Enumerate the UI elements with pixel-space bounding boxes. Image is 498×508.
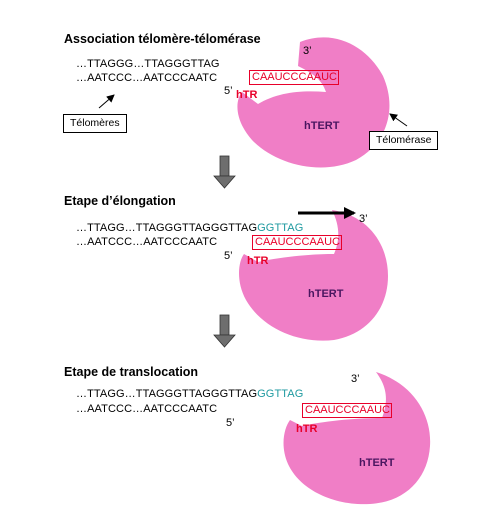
stage1-hTERT-label: hTERT xyxy=(304,120,340,132)
process-arrow-2 xyxy=(213,314,236,348)
process-arrow-1 xyxy=(213,155,236,189)
stage1-bottom-strand: …AATCCC…AATCCCAATC xyxy=(76,72,218,84)
stage2-template-rna: CAAUCCCAAUC xyxy=(252,235,342,250)
stage1-title: Association télomère-télomérase xyxy=(64,32,261,46)
stage1-hTR-label: hTR xyxy=(236,89,258,101)
telomerase-enzyme-shape-1 xyxy=(237,37,390,168)
telomeres-pointer-arrow xyxy=(98,94,115,109)
stage3-top-strand-existing: …TTAGG…TTAGGGTTAGGGTTAG xyxy=(76,388,258,400)
stage2-title: Etape d’élongation xyxy=(64,194,176,208)
stage3-top-strand: …TTAGG…TTAGGGTTAGGGTTAGGGTTAG xyxy=(76,389,303,400)
stage2-top-strand-existing: …TTAGG…TTAGGGTTAGGGTTAG xyxy=(76,222,258,234)
stage1-3prime-label: 3’ xyxy=(303,45,312,57)
telomeres-label-box: Télomères xyxy=(63,114,127,133)
stage3-bottom-strand: …AATCCC…AATCCCAATC xyxy=(76,403,218,415)
stage2-top-strand-new: GGTTAG xyxy=(257,222,304,234)
telomerase-pointer-arrow xyxy=(389,113,408,127)
stage2-top-strand: …TTAGG…TTAGGGTTAGGGTTAGGGTTAG xyxy=(76,223,303,234)
stage3-5prime-label: 5’ xyxy=(226,417,235,429)
stage3-3prime-label: 3’ xyxy=(351,373,360,385)
stage1-5prime-label: 5’ xyxy=(224,85,233,97)
telomerase-enzyme-shape-2 xyxy=(239,210,388,341)
stage2-hTR-label: hTR xyxy=(247,255,269,267)
stage1-top-strand: …TTAGGG…TTAGGGTTAG xyxy=(76,58,220,70)
stage3-template-rna: CAAUCCCAAUC xyxy=(302,403,392,418)
stage2-5prime-label: 5’ xyxy=(224,250,233,262)
stage2-bottom-strand: …AATCCC…AATCCCAATC xyxy=(76,236,218,248)
stage3-title: Etape de translocation xyxy=(64,365,199,379)
stage3-top-strand-new: GGTTAG xyxy=(257,388,304,400)
stage1-template-rna: CAAUCCCAAUC xyxy=(249,70,339,85)
telomerase-label-box: Télomérase xyxy=(369,131,439,150)
stage2-hTERT-label: hTERT xyxy=(308,288,344,300)
telomerase-enzyme-shape-3 xyxy=(283,372,431,505)
stage2-3prime-label: 3’ xyxy=(359,213,368,225)
stage3-hTR-label: hTR xyxy=(296,423,318,435)
stage3-hTERT-label: hTERT xyxy=(359,457,395,469)
